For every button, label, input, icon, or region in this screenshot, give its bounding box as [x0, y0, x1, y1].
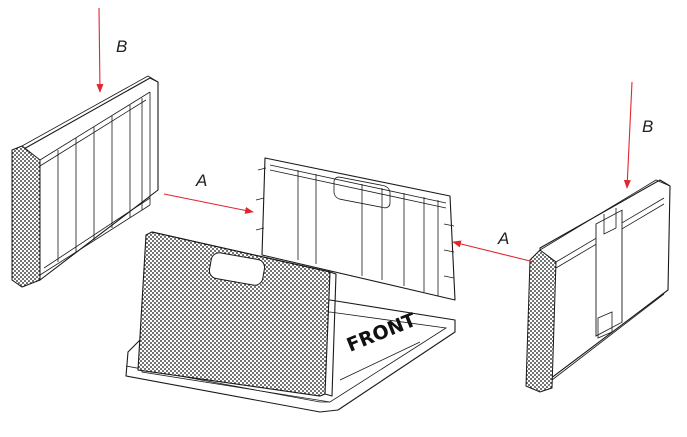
- arrow-b-right-label: B: [642, 117, 653, 136]
- arrow-a-left: A: [163, 171, 254, 214]
- front-marking: FRONT: [344, 309, 420, 357]
- front-panel-handle: [208, 252, 266, 286]
- front-side-panel: [137, 231, 337, 397]
- rear-side-panel: [255, 157, 456, 301]
- right-end-panel: [525, 179, 671, 393]
- arrow-b-right: B: [623, 81, 653, 189]
- arrow-b-left-label: B: [116, 37, 127, 56]
- right-end-panel-mesh: [525, 249, 557, 393]
- right-panel-latch: [595, 209, 623, 337]
- arrow-a-right: A: [452, 229, 535, 263]
- arrow-b-left: B: [96, 7, 127, 93]
- arrow-a-left-label: A: [195, 171, 207, 190]
- left-end-panel: [11, 75, 159, 288]
- left-end-panel-mesh: [11, 145, 41, 288]
- rear-panel-handle: [333, 176, 391, 209]
- arrow-a-right-label: A: [497, 229, 509, 248]
